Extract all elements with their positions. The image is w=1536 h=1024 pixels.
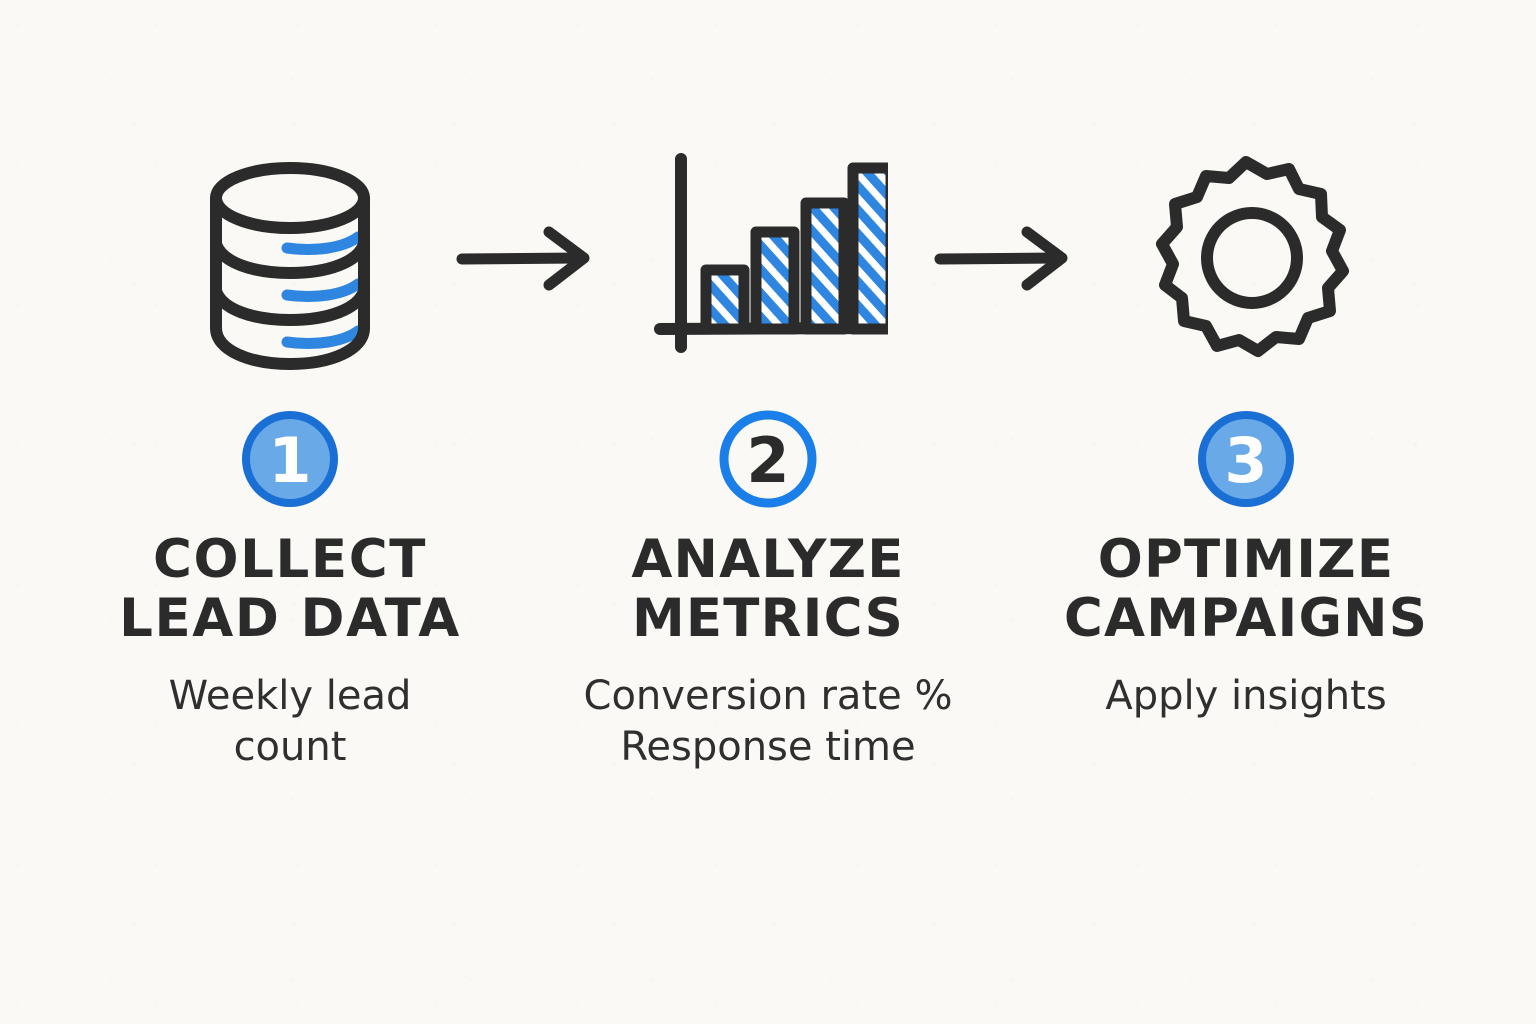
step-badge-3[interactable]: 3 xyxy=(1190,403,1302,515)
step-number-1: 1 xyxy=(268,424,311,497)
icon-cell-3 xyxy=(1096,138,1396,378)
step-badge-1[interactable]: 1 xyxy=(234,403,346,515)
badge-wrap-2: 2 xyxy=(712,398,824,520)
gear-icon xyxy=(1156,156,1349,357)
step-number-3: 3 xyxy=(1224,424,1267,497)
step-caption-2: Conversion rate % Response time xyxy=(583,672,953,770)
step-badge-2[interactable]: 2 xyxy=(712,403,824,515)
badge-wrap-3: 3 xyxy=(1190,398,1302,520)
arrow-cell-2 xyxy=(918,138,1096,378)
step-number-2: 2 xyxy=(746,424,789,497)
bar-chart-icon xyxy=(654,152,888,353)
right-arrow-icon xyxy=(934,226,1068,291)
step-title-2: ANALYZE METRICS xyxy=(631,529,905,650)
database-cylinder-icon xyxy=(210,162,370,370)
step-title-3: OPTIMIZE CAMPAIGNS xyxy=(1063,529,1429,650)
step-title-1: COLLECT LEAD DATA xyxy=(119,529,461,650)
step-1[interactable]: 1 COLLECT LEAD DATA Weekly lead count xyxy=(51,398,529,773)
step-3[interactable]: 3 OPTIMIZE CAMPAIGNS Apply insights xyxy=(1007,398,1485,773)
icon-cell-2 xyxy=(618,138,918,378)
icon-cell-1 xyxy=(140,138,440,378)
right-arrow-icon xyxy=(456,226,590,291)
steps-row: 1 COLLECT LEAD DATA Weekly lead count 2 … xyxy=(0,398,1536,773)
badge-wrap-1: 1 xyxy=(234,398,346,520)
step-caption-1: Weekly lead count xyxy=(168,672,412,770)
icon-row xyxy=(0,138,1536,378)
step-caption-3: Apply insights xyxy=(1105,672,1387,719)
step-2[interactable]: 2 ANALYZE METRICS Conversion rate % Resp… xyxy=(529,398,1007,773)
arrow-cell-1 xyxy=(440,138,618,378)
